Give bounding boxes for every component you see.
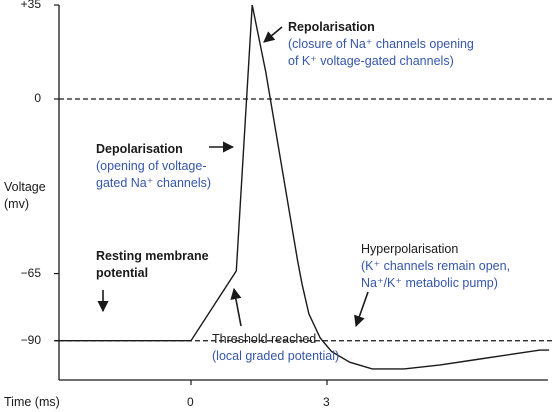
x-tick-label: 3 (322, 395, 330, 409)
y-tick-label: −65 (20, 265, 41, 280)
y-tick-label: +35 (20, 0, 41, 11)
y-tick-label: 0 (34, 91, 41, 105)
arrow-threshold (230, 287, 242, 327)
annotation-hyperpolarisation: Hyperpolarisation (K⁺ channels remain op… (361, 242, 511, 290)
x-tick-label: 0 (187, 395, 194, 409)
x-axis-label: Time (ms) (4, 395, 60, 409)
arrow-repolarisation (263, 26, 283, 43)
y-axis-label: Voltage (mv) (4, 180, 46, 211)
annotation-resting-membrane-potential: Resting membrane potential (96, 249, 209, 280)
annotation-threshold: Threshold reached (local graded potentia… (212, 332, 340, 363)
annotation-repolarisation: Repolarisation (closure of Na⁺ channels … (288, 20, 474, 68)
arrow-hyperpolarisation (354, 291, 369, 328)
y-tick-label: −90 (20, 332, 41, 347)
annotation-depolarisation: Depolarisation (opening of voltage- gate… (96, 142, 212, 190)
membrane-potential-curve (55, 4, 550, 370)
